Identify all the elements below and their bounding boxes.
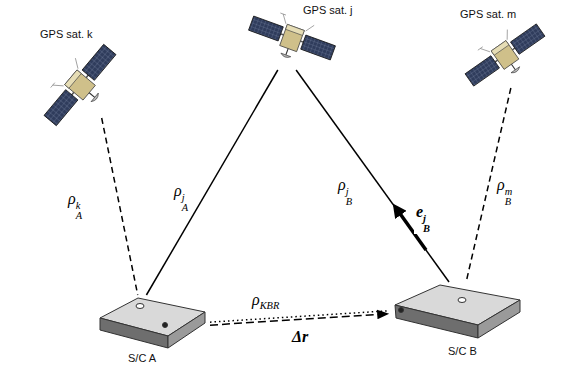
spacecraft-node: S/C A [95, 295, 210, 368]
node-label: GPS sat. k [40, 28, 93, 41]
range-line [466, 88, 511, 282]
range-label: ρKBR [250, 291, 281, 311]
satellite-node: GPS sat. j [245, 2, 357, 70]
unit-vector-label: eBj [414, 203, 432, 234]
node-label: S/C A [128, 352, 156, 365]
satellite-k-drawing [34, 36, 126, 134]
range-label: ρBm [495, 176, 514, 207]
node-label: S/C B [448, 345, 477, 358]
range-label: ρBj [336, 176, 354, 207]
range-line [210, 314, 388, 325]
node-label: GPS sat. j [303, 4, 353, 17]
range-line [102, 118, 138, 295]
spacecraft-a-drawing [100, 298, 205, 348]
satellite-node: GPS sat. m [452, 4, 560, 88]
satellite-node: GPS sat. k [28, 28, 128, 118]
range-label: ρAk [66, 190, 84, 221]
range-label: Δr [290, 328, 310, 346]
range-line [296, 70, 449, 282]
spacecraft-b-drawing [395, 285, 520, 338]
range-line [210, 311, 388, 322]
range-label: ρAj [172, 182, 190, 213]
node-label: GPS sat. m [460, 8, 516, 21]
satellite-m-drawing [458, 14, 552, 96]
range-line [146, 70, 277, 295]
spacecraft-node: S/C B [388, 282, 525, 362]
